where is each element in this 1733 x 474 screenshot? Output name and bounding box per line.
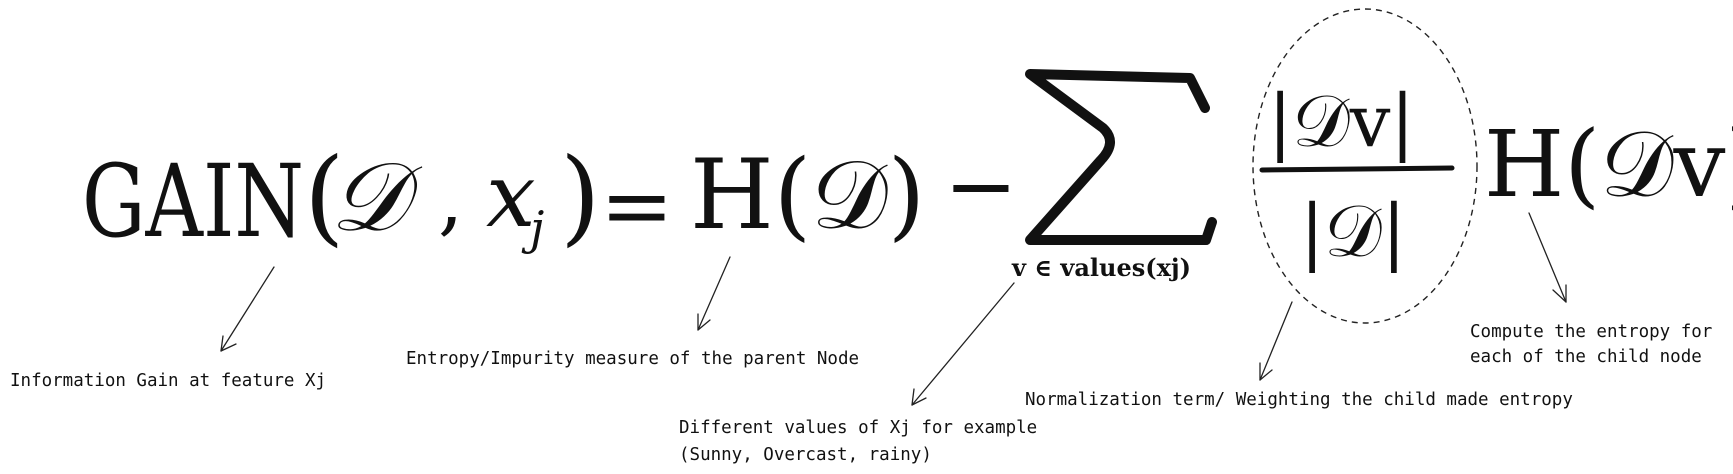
close-paren: ): [560, 135, 601, 257]
minus-sign: −: [944, 134, 1018, 237]
gain-annotation: Information Gain at feature Xj: [10, 371, 326, 391]
parent-entropy-annotation: Entropy/Impurity measure of the parent N…: [406, 349, 859, 369]
fraction-numerator: |𝒟v|: [1268, 79, 1415, 163]
dataset-symbol: 𝒟: [330, 141, 423, 253]
fraction-denominator: |𝒟|: [1300, 189, 1406, 273]
child-entropy-annotation-line1: Compute the entropy for: [1470, 322, 1712, 342]
child-entropy-arrow: [1528, 212, 1567, 303]
annotation-arrows: [220, 212, 1567, 406]
values-annotation-line2: (Sunny, Overcast, rainy): [679, 445, 932, 465]
gain-arrow: [220, 266, 275, 352]
equals-sign: =: [600, 154, 674, 257]
annotations: Information Gain at feature Xj Entropy/I…: [10, 322, 1712, 465]
summation-sign: [1025, 69, 1217, 245]
open-paren: (: [304, 135, 345, 257]
normalization-arrow: [1259, 301, 1293, 381]
parent-entropy-arrow: [697, 256, 731, 331]
normalization-highlight: [1252, 8, 1478, 324]
normalization-annotation: Normalization term/ Weighting the child …: [1025, 390, 1573, 410]
sum-subscript: v ∈ values(xj): [1011, 253, 1191, 282]
feature-var: x: [486, 144, 536, 247]
values-arrow: [911, 282, 1015, 406]
child-entropy-term: H(𝒟v): [1484, 111, 1733, 218]
parent-entropy-term: H(𝒟): [690, 139, 925, 251]
formula: GAIN ( 𝒟 , x j ) = H(𝒟) − v ∈ values(xj)…: [82, 8, 1733, 324]
fraction-bar: [1259, 165, 1455, 173]
gain-label: GAIN: [82, 143, 304, 260]
child-entropy-annotation-line2: each of the child node: [1470, 347, 1702, 367]
values-annotation-line1: Different values of Xj for example: [679, 418, 1037, 438]
comma: ,: [438, 152, 463, 245]
